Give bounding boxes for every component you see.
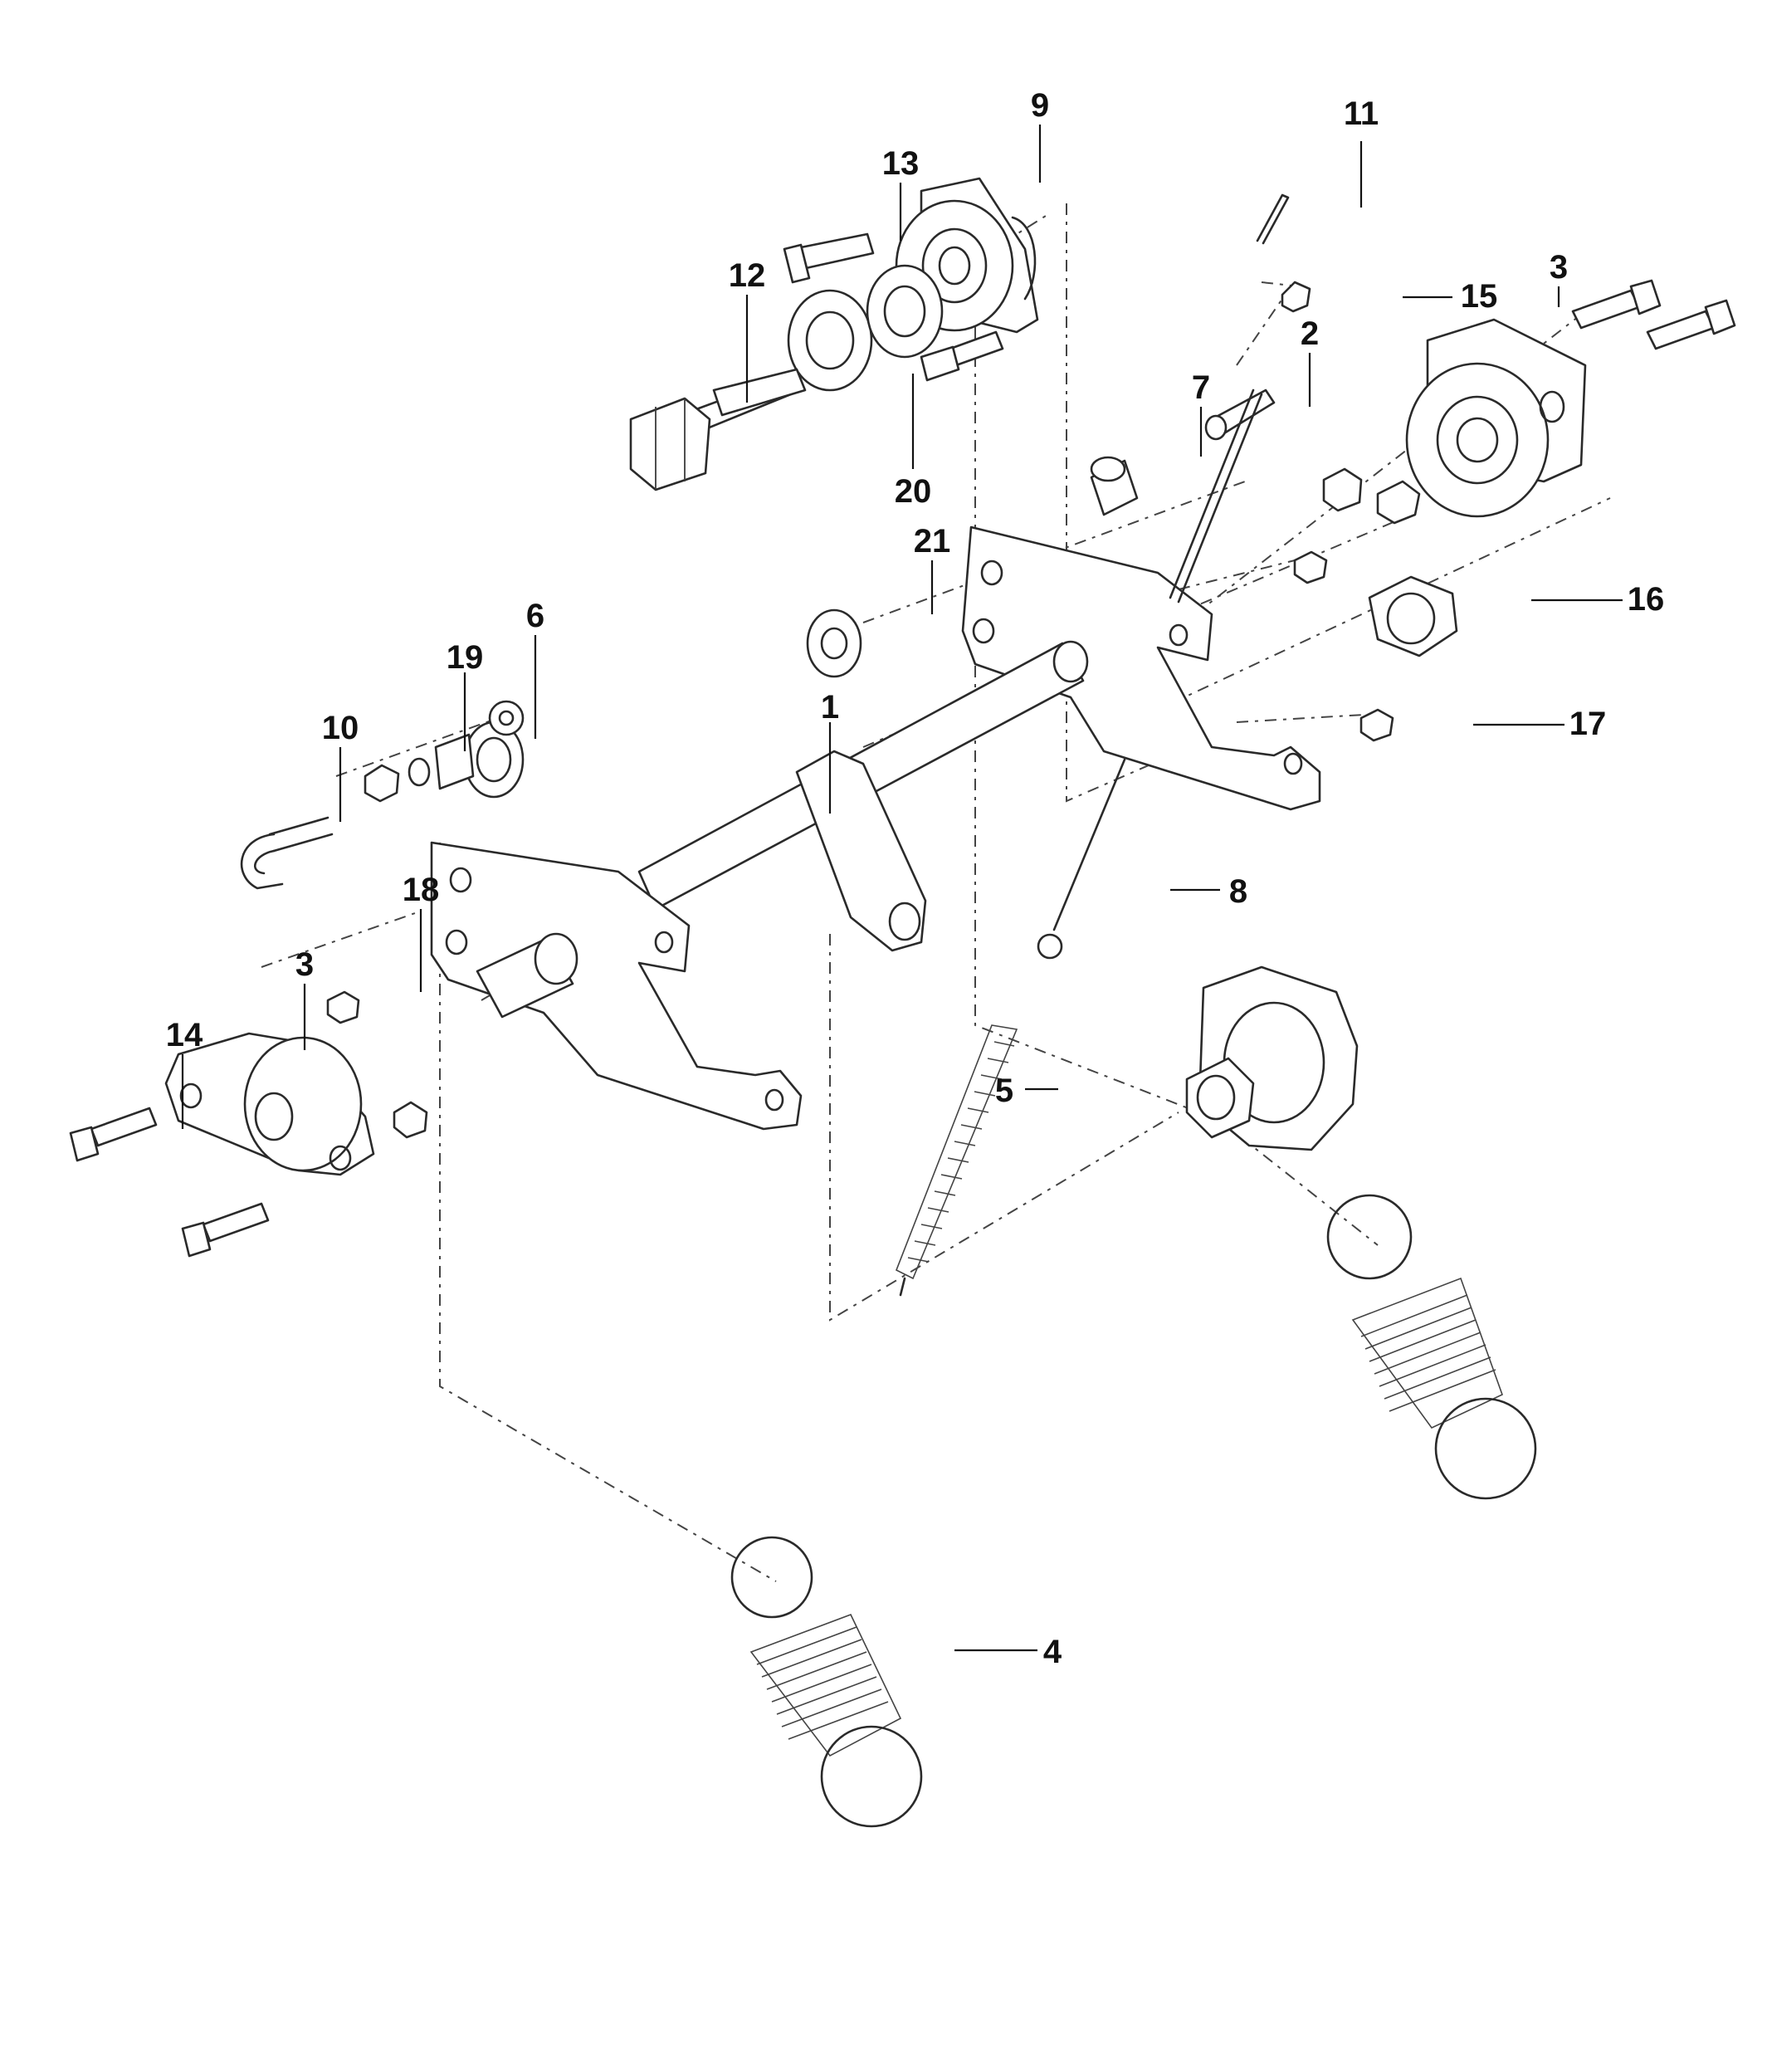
callout-8: 8 [1229, 873, 1247, 910]
callout-12: 12 [729, 257, 766, 294]
extension-spring-right [1326, 1194, 1537, 1500]
nuts-left [326, 990, 428, 1139]
callout-labels: 9 11 13 12 15 3 2 7 20 21 16 6 19 1 10 1… [166, 87, 1665, 1670]
callout-5: 5 [995, 1073, 1013, 1109]
callout-20: 20 [895, 473, 932, 510]
cotter-pin-part-11 [1256, 193, 1290, 245]
callout-14: 14 [166, 1017, 203, 1053]
callout-1: 1 [821, 689, 839, 726]
nuts-right [1293, 467, 1421, 742]
callout-3-right: 3 [1550, 249, 1568, 286]
hex-nut-part-16 [1368, 575, 1458, 657]
bearing-housing-part-3-right [1405, 318, 1587, 518]
bearing-part-19 [434, 721, 525, 799]
callout-7: 7 [1192, 369, 1210, 406]
bolts-part-3-right [1571, 279, 1736, 350]
callout-10: 10 [322, 710, 359, 746]
bolt-part-20 [920, 330, 1004, 382]
nut-part-15 [1281, 281, 1311, 313]
hex-bolt-part-12 [629, 368, 807, 491]
callout-18: 18 [403, 872, 440, 908]
extension-spring-part-4 [730, 1536, 923, 1828]
callout-3-left: 3 [295, 946, 314, 983]
nut-part-10 [364, 757, 431, 803]
bushing [1090, 456, 1139, 516]
small-spring-part-5 [895, 1024, 1018, 1297]
callout-4: 4 [1043, 1634, 1062, 1670]
callout-6: 6 [526, 598, 544, 634]
callout-15: 15 [1461, 278, 1498, 315]
callout-21: 21 [914, 523, 951, 560]
j-hook-part-10 [240, 816, 334, 890]
callout-17: 17 [1569, 706, 1607, 742]
lock-washer-part-6 [488, 700, 525, 736]
lower-flange-bearing [1185, 965, 1359, 1151]
callout-11: 11 [1344, 95, 1379, 132]
stub-shaft-part-18 [476, 932, 578, 1019]
callout-2: 2 [1301, 315, 1319, 352]
washers-part-12 [787, 264, 944, 392]
main-shaft-part-1 [637, 640, 1089, 952]
callout-9: 9 [1031, 87, 1049, 124]
callout-13: 13 [882, 145, 920, 182]
leader-lines [181, 125, 1623, 1652]
washer-part-21 [806, 608, 862, 678]
bolt-part-13 [783, 232, 875, 284]
flange-housing-part-14 [164, 1032, 375, 1176]
rod-part-8 [1037, 388, 1263, 960]
bolts-part-3-left [69, 1107, 270, 1258]
clevis-pin-part-7 [1204, 388, 1276, 441]
callout-19: 19 [447, 639, 484, 676]
callout-16: 16 [1628, 581, 1665, 618]
